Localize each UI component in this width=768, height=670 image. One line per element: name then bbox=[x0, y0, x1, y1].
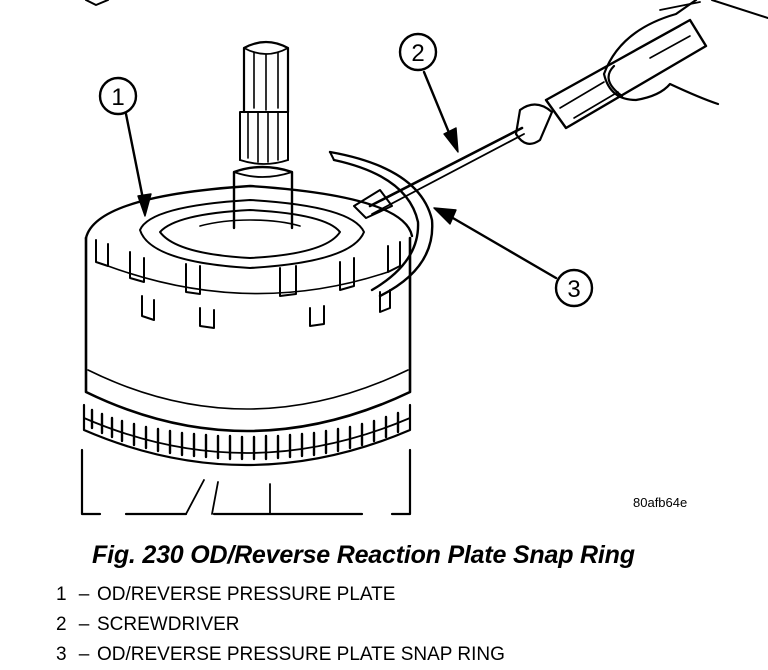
legend-item: 1–OD/REVERSE PRESSURE PLATE bbox=[56, 580, 505, 610]
figure-code: 80afb64e bbox=[633, 495, 688, 510]
legend-item: 2–SCREWDRIVER bbox=[56, 610, 505, 640]
gear-ring bbox=[82, 403, 412, 467]
hand bbox=[602, 0, 768, 106]
legend-item: 3–OD/REVERSE PRESSURE PLATE SNAP RING bbox=[56, 640, 505, 670]
legend-separator: – bbox=[78, 614, 90, 635]
legend-separator: – bbox=[78, 584, 90, 605]
screwdriver bbox=[368, 18, 708, 215]
stray-mark bbox=[85, 0, 109, 6]
legend-text: SCREWDRIVER bbox=[97, 614, 240, 635]
base-block bbox=[80, 448, 412, 516]
pressure-plate bbox=[139, 199, 365, 269]
callout-3-number: 3 bbox=[567, 276, 580, 303]
figure-caption: Fig. 230 OD/Reverse Reaction Plate Snap … bbox=[92, 541, 635, 569]
transmission-illustration: 1 2 3 bbox=[80, 0, 768, 516]
legend-separator: – bbox=[78, 644, 90, 665]
callout-2: 2 bbox=[398, 32, 459, 153]
input-shaft bbox=[232, 40, 294, 230]
legend-text: OD/REVERSE PRESSURE PLATE bbox=[97, 584, 396, 605]
callout-1: 1 bbox=[98, 76, 152, 217]
legend-list: 1–OD/REVERSE PRESSURE PLATE 2–SCREWDRIVE… bbox=[56, 580, 505, 670]
callout-2-number: 2 bbox=[411, 40, 424, 67]
snap-ring bbox=[328, 150, 434, 298]
callout-1-number: 1 bbox=[111, 84, 124, 111]
legend-number: 1 bbox=[56, 584, 67, 605]
callout-3: 3 bbox=[433, 207, 594, 308]
clutch-drum bbox=[84, 184, 414, 433]
legend-text: OD/REVERSE PRESSURE PLATE SNAP RING bbox=[97, 644, 505, 665]
legend-number: 3 bbox=[56, 644, 67, 665]
legend-number: 2 bbox=[56, 614, 67, 635]
